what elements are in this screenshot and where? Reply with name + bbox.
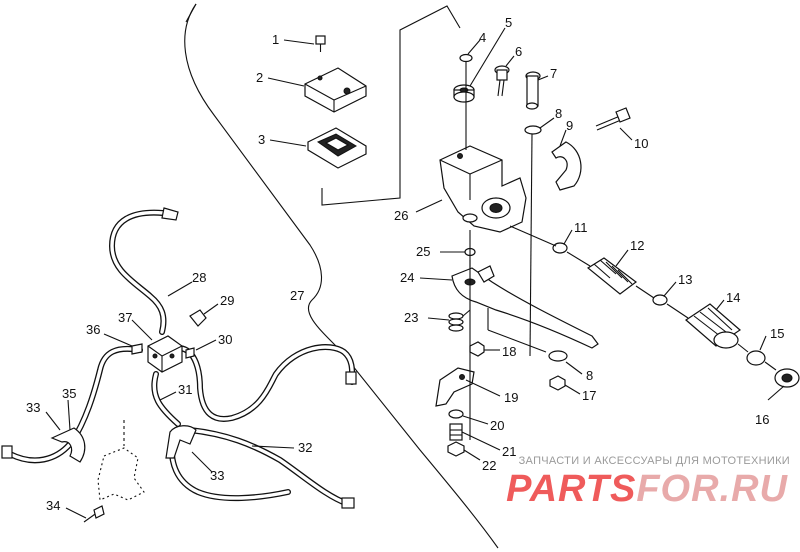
part-18-nut: [469, 341, 485, 357]
part-17-nut: [549, 375, 566, 391]
callout-17: 17: [582, 388, 596, 403]
callout-8-second: 8: [586, 368, 593, 383]
callout-20: 20: [490, 418, 504, 433]
part-16-dust-boot: [774, 368, 800, 388]
callout-13: 13: [678, 272, 692, 287]
callout-33-second: 33: [210, 468, 224, 483]
callout-31: 31: [178, 382, 192, 397]
callout-5: 5: [505, 15, 512, 30]
part-9-handlebar-clamp: [551, 141, 582, 191]
callout-4: 4: [479, 30, 486, 45]
part-5-bushing: [453, 84, 475, 103]
callouts: 1 2 3 4 5 6 7 8 9 10 11 12 13 14 15 16 1…: [26, 15, 784, 513]
callout-22: 22: [482, 458, 496, 473]
watermark-logo: PARTSFOR.RU: [488, 468, 788, 511]
callout-37: 37: [118, 310, 132, 325]
part-8-washer-lower: [548, 350, 568, 362]
callout-1: 1: [272, 32, 279, 47]
callout-9: 9: [566, 118, 573, 133]
part-23-spring: [448, 309, 471, 332]
part-12-piston-spring: [586, 257, 637, 295]
part-15-retaining-ring: [746, 350, 766, 366]
callout-7: 7: [550, 66, 557, 81]
callout-12: 12: [630, 238, 644, 253]
part-1-screw: [315, 35, 326, 52]
callout-25: 25: [416, 244, 430, 259]
callout-34: 34: [46, 498, 60, 513]
hose-assembly: [1, 207, 357, 523]
callout-8: 8: [555, 106, 562, 121]
part-24-lever: [451, 265, 599, 349]
callout-2: 2: [256, 70, 263, 85]
part-6-bolt: [494, 65, 510, 97]
part-8-washer: [524, 125, 542, 135]
group-divider-left-edge: [185, 3, 197, 23]
callout-23: 23: [404, 310, 418, 325]
callout-35: 35: [62, 386, 76, 401]
group-divider-curve: [184, 3, 499, 549]
callout-30: 30: [218, 332, 232, 347]
explode-lines-right: [465, 62, 777, 440]
callout-14: 14: [726, 290, 740, 305]
part-4-washer: [459, 53, 473, 63]
part-3-diaphragm: [307, 127, 367, 169]
callout-24: 24: [400, 270, 414, 285]
callout-32: 32: [298, 440, 312, 455]
part-10-clamp-bolt: [595, 107, 631, 131]
watermark-logo-for-ru: FOR.RU: [636, 468, 788, 510]
part-19-switch-bracket: [435, 367, 475, 407]
watermark-tagline: ЗАПЧАСТИ И АКСЕССУАРЫ ДЛЯ МОТОТЕХНИКИ: [518, 455, 790, 467]
callout-6: 6: [515, 44, 522, 59]
part-26-master-cylinder: [439, 145, 527, 233]
callout-3: 3: [258, 132, 265, 147]
leader-lines: [45, 27, 785, 519]
callout-29: 29: [220, 293, 234, 308]
callout-28: 28: [192, 270, 206, 285]
callout-26: 26: [394, 208, 408, 223]
callout-27: 27: [290, 288, 304, 303]
watermark-logo-parts: PARTS: [506, 468, 637, 510]
part-7-pivot-pin: [525, 71, 541, 110]
callout-15: 15: [770, 326, 784, 341]
callout-21: 21: [502, 444, 516, 459]
callout-11: 11: [574, 220, 588, 235]
reservoir-frame: [321, 5, 461, 206]
part-14-piston: [685, 303, 741, 349]
part-21-brake-switch: [449, 423, 463, 441]
part-20-washer: [448, 409, 464, 419]
callout-19: 19: [504, 390, 518, 405]
callout-36: 36: [86, 322, 100, 337]
part-13-washer: [652, 294, 668, 306]
callout-16: 16: [755, 412, 769, 427]
part-11-washer: [552, 242, 568, 254]
callout-18: 18: [502, 344, 516, 359]
callout-33: 33: [26, 400, 40, 415]
part-22-nut: [447, 441, 465, 457]
part-2-reservoir-cover: [304, 67, 367, 113]
callout-10: 10: [634, 136, 648, 151]
